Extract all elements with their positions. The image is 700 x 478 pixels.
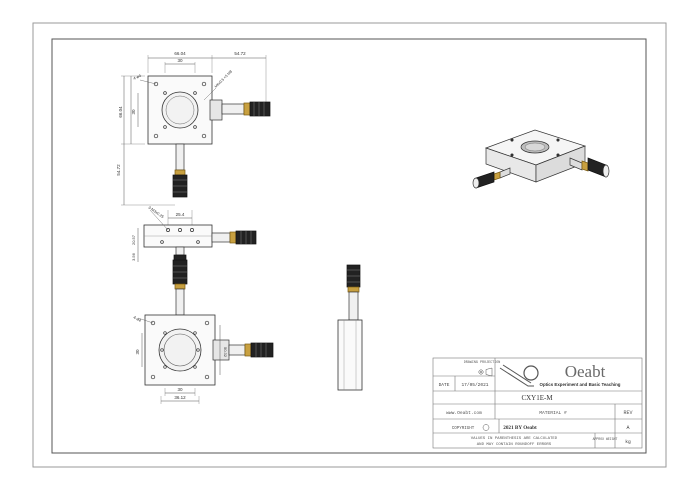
dim-top-left-center: 30 — [131, 109, 136, 115]
copyright-label: COPYRIGHT — [452, 427, 475, 431]
dim-bottom-right-height: 50.32 — [223, 347, 228, 358]
inner-frame — [51, 38, 647, 454]
note-line-1: VALUES IN PARENTHESIS ARE CALCULATED — [471, 437, 558, 441]
top-view — [121, 55, 271, 206]
dim-bottom-center: 30 — [135, 349, 140, 355]
rev-label: REV — [623, 410, 632, 416]
brand-tagline: Optics Experiment and Basic Teaching — [540, 382, 621, 387]
dim-top-width-center: 30 — [177, 58, 183, 63]
dim-side-height: 20.57 — [131, 234, 136, 245]
date-value: 17/05/2021 — [461, 382, 488, 388]
rev-value: A — [626, 425, 629, 431]
dim-top-width-inner: 66.04 — [174, 51, 186, 56]
website: www.Oeabt.com — [446, 410, 482, 416]
drawing-projection-label: DRAWING PROJECTION — [464, 361, 501, 365]
approx-weight-label: APPROX WEIGHT — [593, 437, 618, 441]
material-label: MATERIAL # — [539, 410, 567, 416]
dim-bottom-total: 36.12 — [174, 395, 186, 400]
dim-side-hole: 3-M3x0.25 — [147, 206, 164, 220]
dim-top-hole-left: 4-ø4 — [132, 73, 142, 81]
dim-top-left-height: 66.04 — [118, 106, 123, 118]
copyright-icon — [482, 424, 490, 431]
side-view — [137, 209, 257, 284]
date-label: DATE — [439, 382, 450, 388]
dim-side-width: 25.4 — [176, 212, 185, 217]
note-line-2: AND MAY CONTAIN ROUNDOFF ERRORS — [477, 443, 552, 447]
bottom-view — [137, 259, 274, 404]
brand-logo-icon — [499, 364, 539, 387]
dim-bottom-width-center: 30 — [177, 387, 183, 392]
dim-top-right-span: 54.72 — [234, 51, 246, 56]
part-number: CXY1E-M — [521, 394, 553, 402]
dim-top-left-total: 54.72 — [116, 164, 121, 176]
outer-frame — [32, 22, 667, 468]
weight-unit: kg — [625, 439, 631, 445]
isometric-view — [472, 129, 610, 189]
dim-top-hole-right: M6x0.5 ×5 MB — [214, 69, 234, 89]
brand-name: Oeabt — [565, 362, 606, 381]
copyright-text: 2021 BY Oeabt — [503, 425, 537, 431]
front-view — [337, 264, 363, 391]
dim-side-small: 3.56 — [131, 252, 136, 261]
dim-bottom-hole: 4-ø4 — [133, 315, 143, 324]
projection-symbol-icon — [478, 367, 493, 377]
